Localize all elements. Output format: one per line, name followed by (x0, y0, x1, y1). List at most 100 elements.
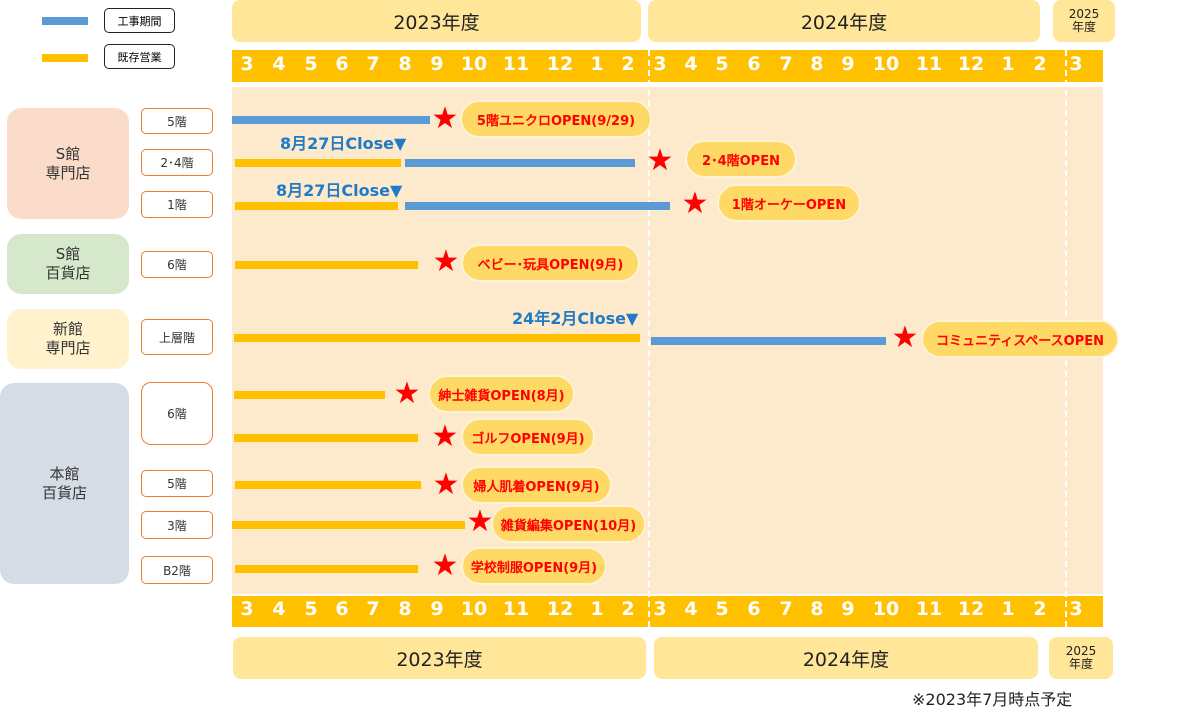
month-label: 6 (747, 598, 761, 620)
floor-h-6: 6階 (141, 382, 213, 445)
existing-bar (234, 391, 385, 399)
month-label: 3 (240, 598, 254, 620)
construction-bar (651, 337, 886, 345)
month-label: 7 (779, 53, 793, 75)
fiscal-divider-2024 (648, 50, 650, 627)
star-icon: ★ (432, 244, 460, 279)
month-label: 6 (747, 53, 761, 75)
year-2025-num: 2025 (1068, 7, 1100, 21)
month-label: 12 (546, 598, 574, 620)
floor-s-2-4: 2･4階 (141, 149, 213, 176)
month-label: 11 (502, 598, 530, 620)
event-sd6: ベビー･玩具OPEN(9月) (461, 244, 640, 282)
star-icon: ★ (432, 467, 460, 502)
floor-sd-6: 6階 (141, 251, 213, 278)
month-label: 11 (502, 53, 530, 75)
month-label: 9 (841, 53, 855, 75)
month-label: 8 (398, 53, 412, 75)
month-label: 2 (621, 598, 635, 620)
event-h3: 雑貨編集OPEN(10月) (491, 505, 646, 543)
star-icon: ★ (891, 320, 919, 355)
star-icon: ★ (431, 419, 459, 454)
month-label: 3 (1069, 598, 1083, 620)
event-s5: 5階ユニクロOPEN(9/29) (460, 100, 652, 138)
event-shin: コミュニティスペースOPEN (921, 320, 1119, 358)
month-label: 4 (684, 53, 698, 75)
month-band-top (232, 50, 1103, 82)
month-label: 2 (1033, 598, 1047, 620)
floor-h-5: 5階 (141, 470, 213, 497)
month-label: 1 (1001, 598, 1015, 620)
month-label: 5 (304, 598, 318, 620)
event-h6b: ゴルフOPEN(9月) (461, 418, 595, 456)
star-icon: ★ (646, 143, 674, 178)
month-label: 5 (304, 53, 318, 75)
existing-bar (235, 159, 401, 167)
construction-bar (405, 159, 635, 167)
construction-bar (405, 202, 670, 210)
month-label: 8 (810, 598, 824, 620)
year-2025-suffix: 年度 (1068, 657, 1093, 671)
month-label: 10 (460, 53, 488, 75)
year-2023-bottom: 2023年度 (233, 637, 646, 679)
existing-bar (235, 202, 398, 210)
month-label: 3 (653, 53, 667, 75)
month-label: 11 (915, 598, 943, 620)
month-label: 8 (810, 53, 824, 75)
month-label: 6 (335, 53, 349, 75)
year-2025-suffix: 年度 (1071, 20, 1096, 34)
existing-bar (235, 565, 418, 573)
floor-h-b2: B2階 (141, 556, 213, 584)
year-2025-num: 2025 (1065, 644, 1097, 658)
close-label-s1: 8月27日Close▼ (276, 181, 403, 200)
month-label: 9 (841, 598, 855, 620)
existing-bar (235, 261, 418, 269)
month-label: 2 (1033, 53, 1047, 75)
existing-bar (234, 334, 640, 342)
month-label: 3 (240, 53, 254, 75)
month-label: 7 (779, 598, 793, 620)
building-honkan: 本館 百貨店 (0, 383, 129, 584)
existing-bar (235, 481, 421, 489)
month-label: 4 (272, 598, 286, 620)
month-label: 1 (1001, 53, 1015, 75)
month-label: 3 (653, 598, 667, 620)
month-label: 4 (272, 53, 286, 75)
month-label: 1 (590, 53, 604, 75)
footnote: ※2023年7月時点予定 (912, 690, 1073, 709)
month-label: 12 (957, 53, 985, 75)
star-icon: ★ (431, 548, 459, 583)
floor-shin-upper: 上層階 (141, 319, 213, 355)
month-label: 6 (335, 598, 349, 620)
event-hb2: 学校制服OPEN(9月) (461, 547, 607, 585)
building-s-senmon: S館 専門店 (7, 108, 129, 219)
building-s-hyakka: S館 百貨店 (7, 234, 129, 294)
floor-h-3: 3階 (141, 511, 213, 539)
month-label: 5 (715, 53, 729, 75)
close-label-s24: 8月27日Close▼ (280, 134, 407, 153)
month-label: 3 (1069, 53, 1083, 75)
month-label: 10 (872, 598, 900, 620)
month-band-bottom (232, 596, 1103, 627)
floor-s-5: 5階 (141, 108, 213, 134)
month-label: 7 (366, 53, 380, 75)
existing-bar (232, 521, 465, 529)
month-label: 12 (546, 53, 574, 75)
year-2024-top: 2024年度 (648, 0, 1040, 42)
event-h6a: 紳士雑貨OPEN(8月) (428, 375, 575, 413)
star-icon: ★ (393, 376, 421, 411)
close-label-shin: 24年2月Close▼ (512, 309, 639, 328)
star-icon: ★ (466, 504, 494, 539)
year-2023-top: 2023年度 (232, 0, 641, 42)
event-s1: 1階オーケーOPEN (717, 184, 861, 222)
legend-existing-swatch (42, 54, 88, 62)
legend-construction-label: 工事期間 (104, 8, 175, 33)
construction-bar (232, 116, 430, 124)
legend-construction-swatch (42, 17, 88, 25)
month-label: 8 (398, 598, 412, 620)
month-label: 9 (430, 598, 444, 620)
month-label: 1 (590, 598, 604, 620)
month-label: 12 (957, 598, 985, 620)
